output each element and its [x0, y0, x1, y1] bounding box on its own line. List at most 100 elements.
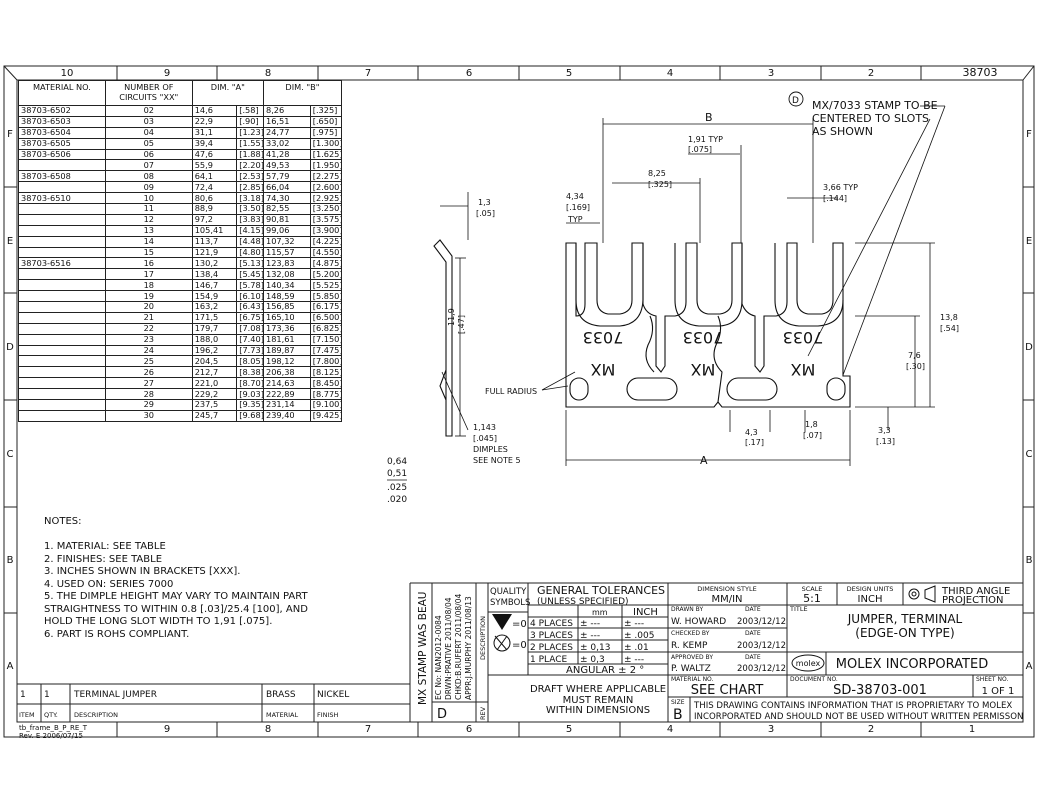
eq0-label: =0 — [512, 619, 527, 630]
table-cell-bi: [2.925] — [309, 192, 343, 205]
table-cell-mat — [18, 409, 106, 422]
tol-4-in: ± --- — [624, 619, 644, 629]
bom-qty: 1 — [44, 690, 50, 700]
title-block-grid — [488, 582, 1023, 722]
note-item: HOLD THE LONG SLOT WIDTH TO 1,91 [.075]. — [44, 616, 273, 627]
document-number: SD-38703-001 — [833, 683, 927, 698]
zone-label: D — [6, 342, 14, 353]
table-cell-b: 90,81 — [262, 213, 311, 226]
material-value: SEE CHART — [691, 683, 764, 698]
table-cell-bi: [2.275] — [309, 170, 343, 183]
note-item: 1. MATERIAL: SEE TABLE — [44, 541, 166, 552]
stamp-texts: 7033 MX 7033 MX 7033 MX — [583, 328, 824, 379]
stamp-note-line-1: MX/7033 STAMP TO BE — [812, 99, 938, 112]
stamp-note-line-2: CENTERED TO SLOTS — [812, 112, 929, 125]
zone-label: 8 — [265, 724, 271, 735]
table-cell-a: 138,4 — [191, 268, 238, 281]
note-item: 4. USED ON: SERIES 7000 — [44, 578, 174, 590]
table-cell-b: 24,77 — [262, 126, 311, 139]
table-cell-b: 66,04 — [262, 181, 311, 194]
title-line-2: (EDGE-ON TYPE) — [855, 626, 954, 640]
table-cell-ai: [8.38] — [236, 366, 264, 379]
stamp-num-3: 7033 — [783, 328, 824, 347]
revision-grid — [410, 582, 489, 722]
zone-label: E — [7, 236, 13, 247]
table-cell-b: 82,55 — [262, 203, 311, 215]
table-cell-ai: [8.05] — [236, 355, 264, 368]
projection-cone-icon — [924, 585, 936, 603]
header-circuits: NUMBER OF CIRCUITS "XX" — [104, 80, 193, 106]
table-cell-n: 02 — [104, 105, 193, 117]
table-cell-a: 130,2 — [191, 257, 238, 270]
table-cell-mat: 38703-6505 — [18, 137, 106, 150]
projection-line-1: THIRD ANGLE — [941, 586, 1010, 597]
table-cell-bi: [8.450] — [309, 377, 343, 390]
table-header-row: MATERIAL NO. NUMBER OF CIRCUITS "XX" DIM… — [18, 80, 343, 106]
table-cell-bi: [5.850] — [309, 290, 343, 303]
material-table: MATERIAL NO. NUMBER OF CIRCUITS "XX" DIM… — [18, 80, 343, 422]
table-cell-n: 09 — [104, 181, 193, 194]
table-cell-a: 39,4 — [191, 137, 238, 150]
table-cell-mat: 38703-6506 — [18, 148, 106, 161]
zone-label: 3 — [768, 68, 774, 79]
table-cell-n: 10 — [104, 192, 193, 205]
table-cell-ai: [9.35] — [236, 399, 264, 411]
table-cell-ai: [9.68] — [236, 409, 264, 422]
table-cell-mat: 38703-6516 — [18, 257, 106, 270]
table-cell-a: 146,7 — [191, 279, 238, 292]
proprietary-line-2: INCORPORATED AND SHOULD NOT BE USED WITH… — [694, 712, 1023, 722]
table-cell-b: 74,30 — [262, 192, 311, 205]
bom-desc: TERMINAL JUMPER — [73, 690, 157, 700]
table-cell-bi: [2.600] — [309, 181, 343, 194]
table-cell-a: 72,4 — [191, 181, 238, 194]
table-cell-ai: [6.43] — [236, 301, 264, 313]
title-label: TITLE — [789, 605, 808, 613]
table-cell-a: 221,0 — [191, 377, 238, 390]
table-cell-mat: 38703-6504 — [18, 126, 106, 139]
table-cell-b: 214,63 — [262, 377, 311, 390]
symbol-lines-icon — [494, 635, 508, 651]
table-cell-mat — [18, 377, 106, 390]
table-cell-ai: [5.45] — [236, 268, 264, 281]
table-cell-a: 113,7 — [191, 235, 238, 248]
table-cell-ai: [1.55] — [236, 137, 264, 150]
gen-tol-label: GENERAL TOLERANCES — [537, 584, 665, 597]
table-cell-n: 27 — [104, 377, 193, 390]
zone-label: 5 — [566, 724, 572, 735]
table-cell-ai: [3.18] — [236, 192, 264, 205]
tol-1-mm: ± 0,3 — [580, 655, 605, 665]
table-cell-bi: [3.900] — [309, 224, 343, 237]
table-cell-n: 19 — [104, 290, 193, 303]
table-cell-bi: [4.550] — [309, 246, 343, 259]
dim-33: 3,3 — [878, 426, 891, 435]
table-cell-b: 189,87 — [262, 344, 311, 357]
table-cell-bi: [6.500] — [309, 311, 343, 324]
zone-label: 4 — [667, 724, 673, 735]
table-cell-ai: [5.13] — [236, 257, 264, 270]
zone-label: 8 — [265, 68, 271, 79]
stamp-num-2: 7033 — [683, 328, 724, 347]
table-cell-bi: [4.875] — [309, 257, 343, 270]
zone-label: 6 — [466, 724, 472, 735]
dim-b-label: B — [705, 111, 713, 124]
table-cell-mat — [18, 290, 106, 303]
zone-label: 6 — [466, 68, 472, 79]
table-cell-mat — [18, 159, 106, 172]
table-cell-a: 55,9 — [191, 159, 238, 172]
table-cell-a: 154,9 — [191, 290, 238, 303]
table-cell-bi: [6.175] — [309, 301, 343, 313]
bom-text: 1 1 TERMINAL JUMPER BRASS NICKEL ITEM QT… — [19, 690, 349, 740]
dim-76-in: [.30] — [906, 362, 925, 371]
table-cell-bi: [.325] — [309, 105, 343, 117]
dim-119-in: [.47] — [457, 315, 466, 334]
table-cell-a: 80,6 — [191, 192, 238, 205]
